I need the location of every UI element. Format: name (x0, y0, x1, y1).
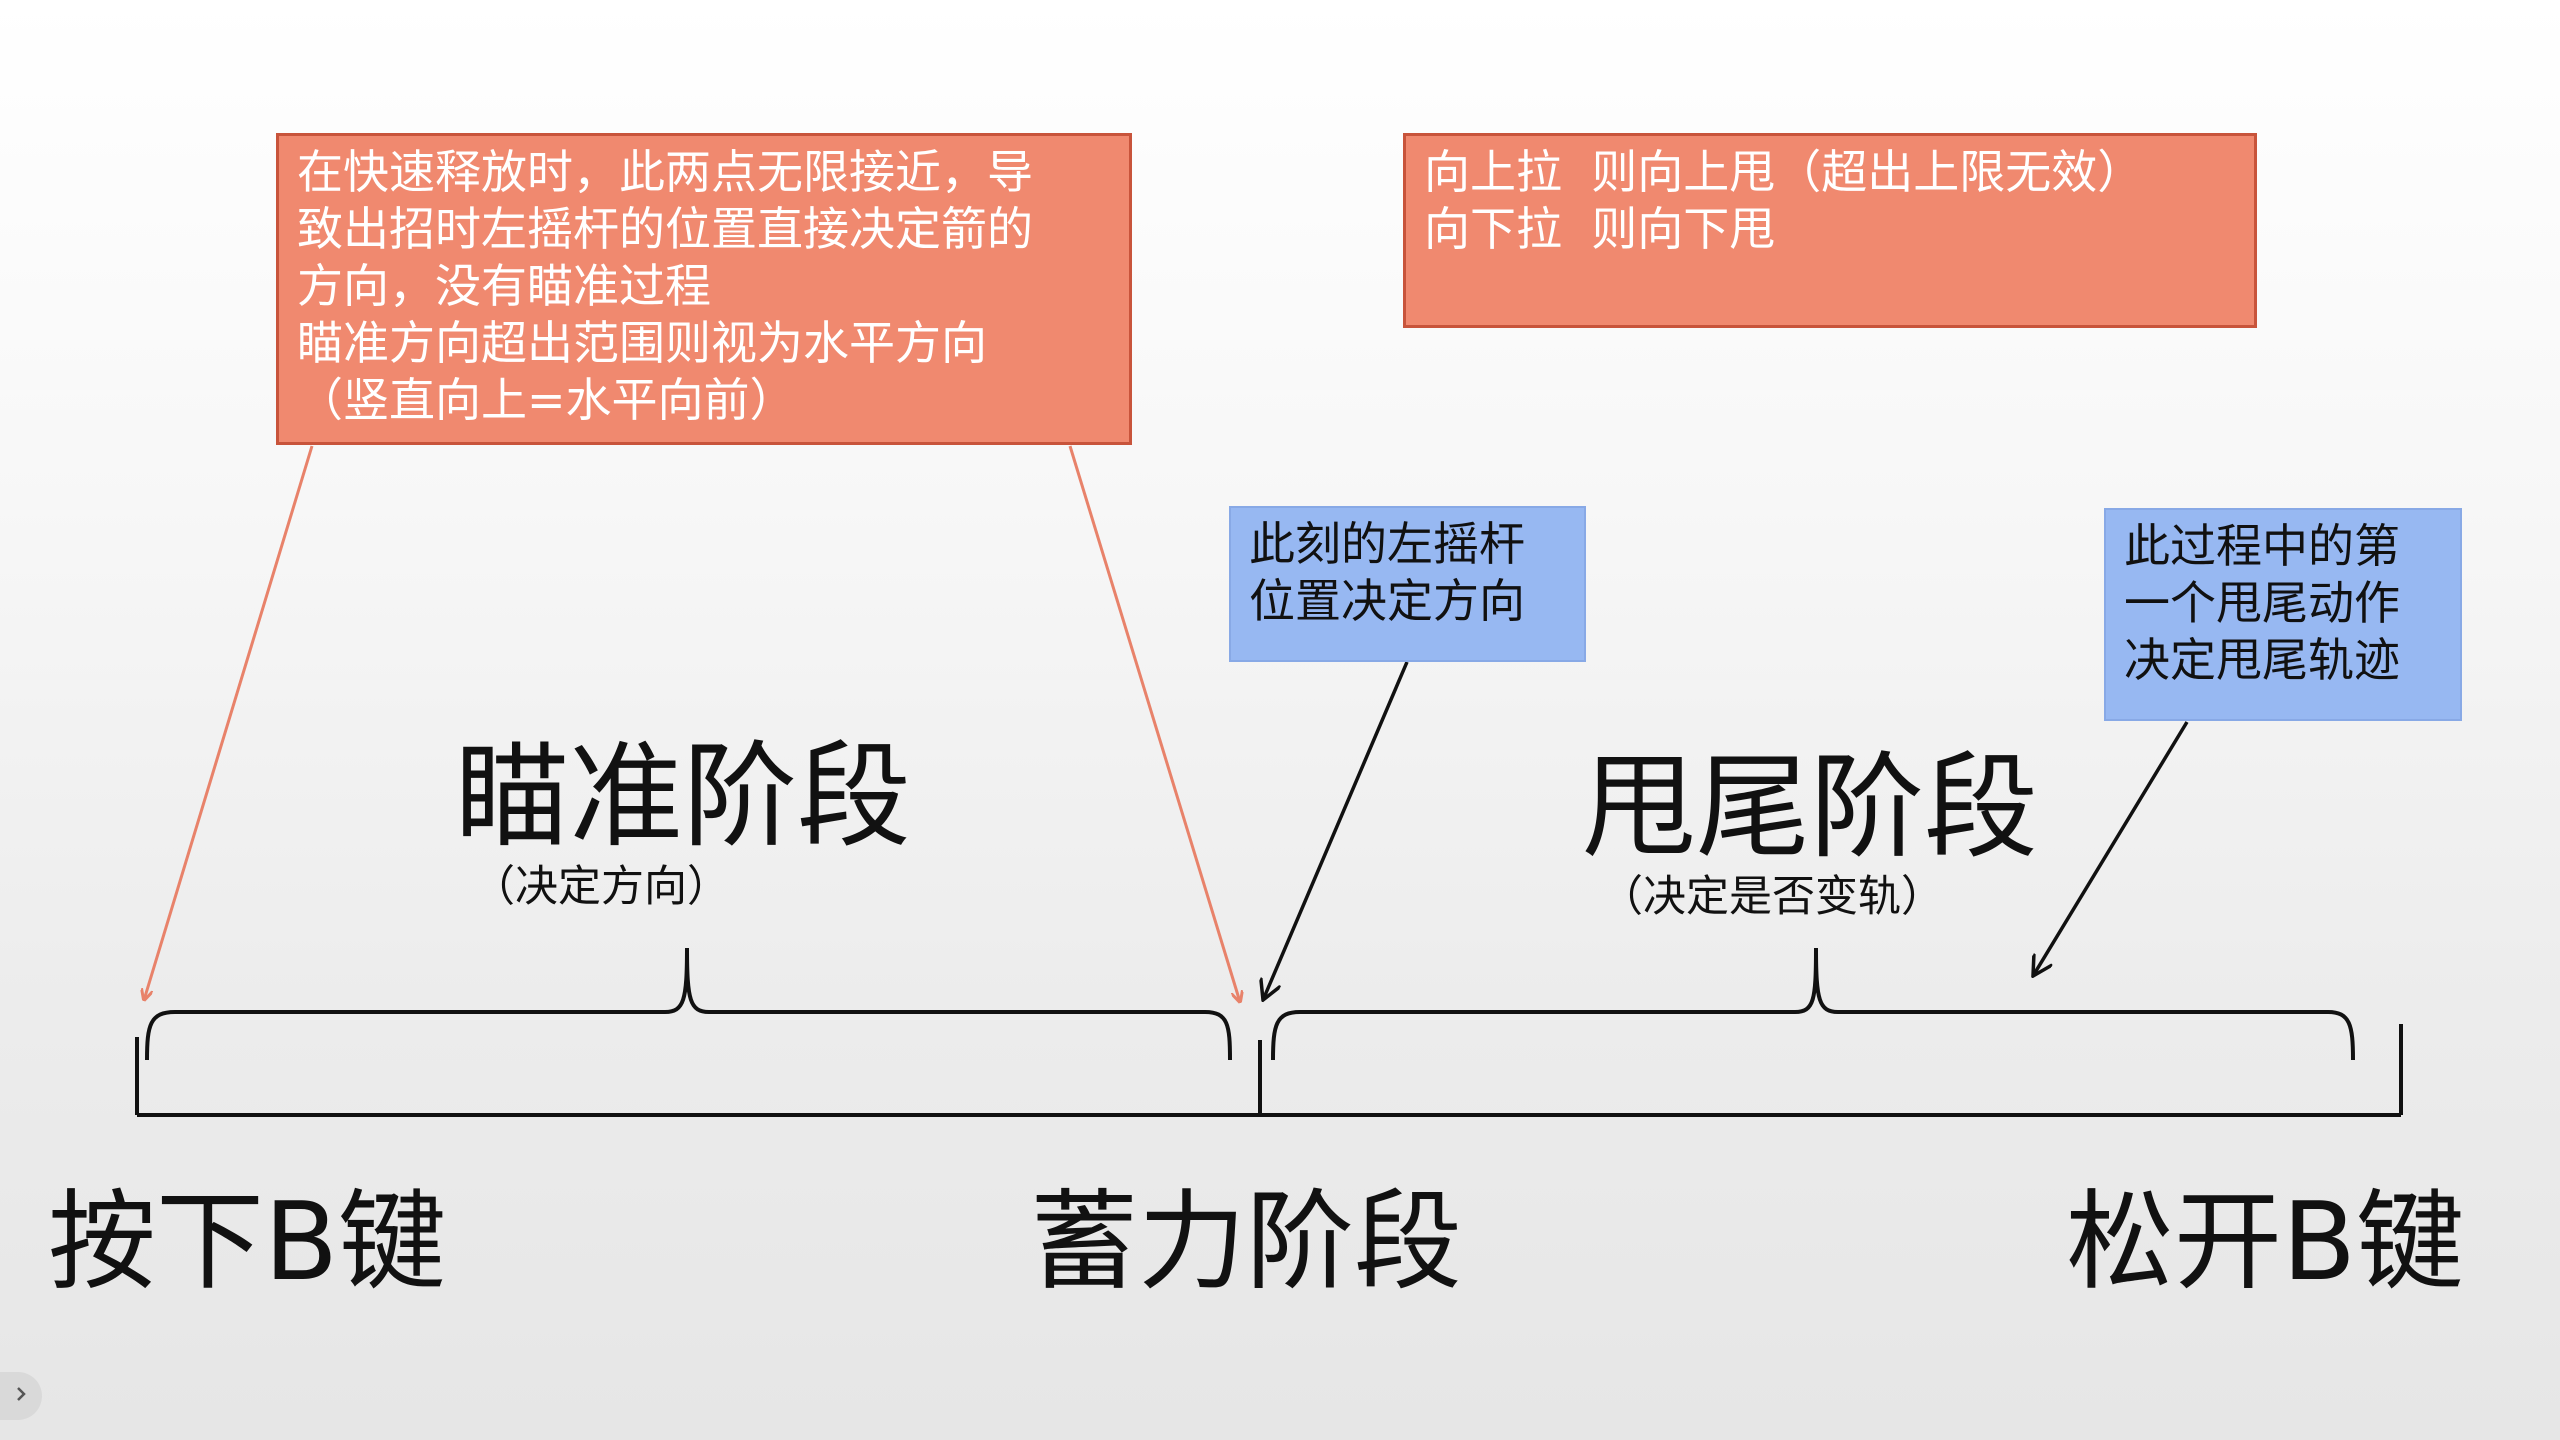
joystick-note-box: 此刻的左摇杆 位置决定方向 (1229, 506, 1586, 662)
release-note-arrow-right (1068, 445, 1240, 1002)
tail-note-arrow (2033, 721, 2189, 976)
joystick-note-arrow (1263, 661, 1409, 1000)
tail-phase-subtitle: （决定是否变轨） (1600, 872, 1944, 922)
release-note-arrow-left (144, 445, 314, 1000)
press-b-label: 按下B键 (48, 1180, 447, 1305)
chevron-right-icon (12, 1385, 30, 1407)
aim-phase-title: 瞄准阶段 (455, 730, 912, 863)
tail-phase-brace (1271, 947, 2355, 1061)
aim-phase-brace (145, 947, 1232, 1061)
slide-nav-button[interactable] (0, 1372, 42, 1420)
release-b-label: 松开B键 (2066, 1180, 2465, 1305)
tail-note-box: 此过程中的第 一个甩尾动作 决定甩尾轨迹 (2104, 508, 2462, 721)
flick-note-box: 向上拉 则向上甩（超出上限无效） 向下拉 则向下甩 (1403, 133, 2257, 328)
charge-phase-label: 蓄力阶段 (1030, 1180, 1463, 1305)
aim-phase-subtitle: （决定方向） (472, 862, 730, 912)
release-note-box: 在快速释放时，此两点无限接近，导 致出招时左摇杆的位置直接决定箭的 方向，没有瞄… (276, 133, 1132, 445)
tail-phase-title: 甩尾阶段 (1582, 741, 2039, 874)
